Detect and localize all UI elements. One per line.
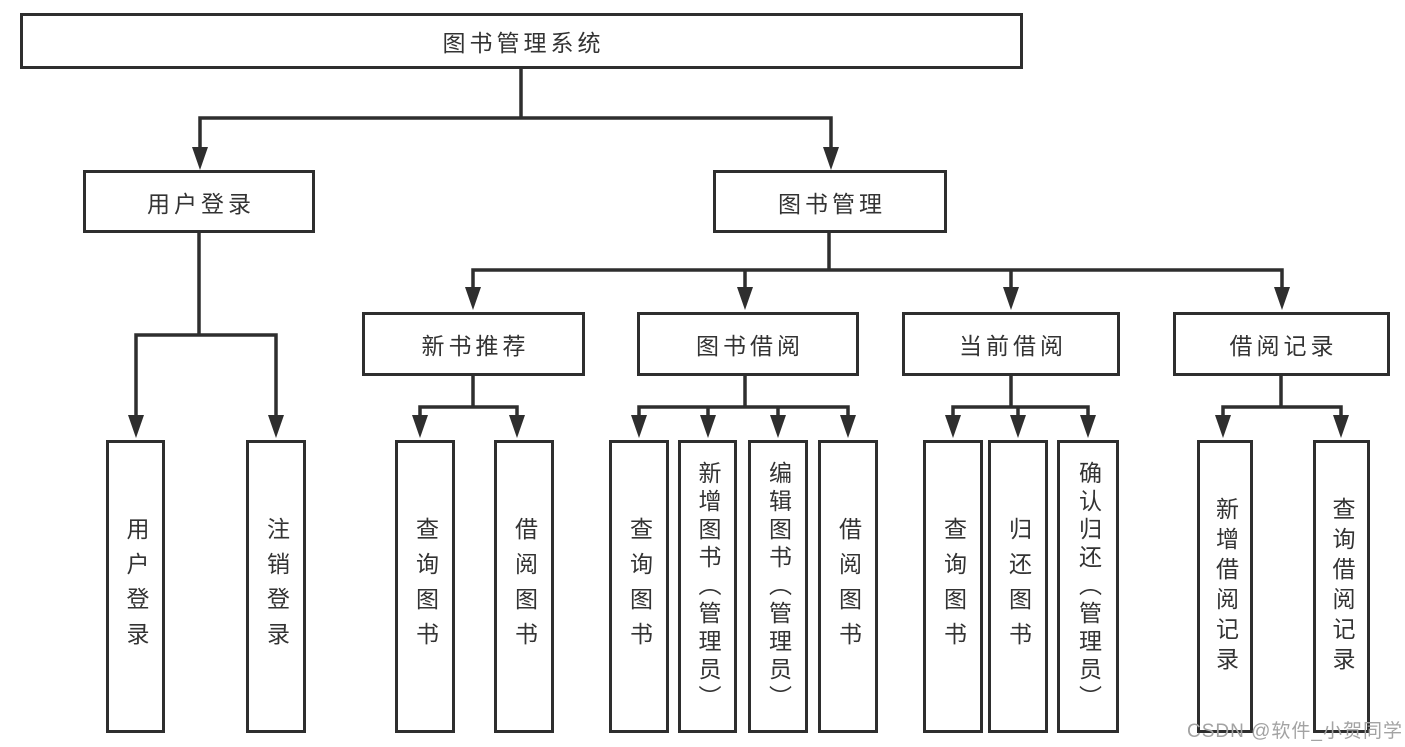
leaf-label: 查询借阅记录	[1329, 496, 1355, 677]
arrowhead-icon	[945, 415, 961, 438]
arrowhead-icon	[192, 147, 208, 170]
leaf-current-confirm-return-admin: 确认归还（管理员）	[1057, 440, 1119, 733]
arrowhead-icon	[1333, 415, 1349, 438]
node-book-borrow: 图书借阅	[637, 312, 859, 376]
leaf-bookborrow-edit-books-admin: 编辑图书（管理员）	[748, 440, 808, 733]
leaf-records-add-borrow-record: 新增借阅记录	[1197, 440, 1253, 733]
leaf-bookborrow-query-books: 查询图书	[609, 440, 669, 733]
leaf-label: 编辑图书（管理员）	[765, 460, 792, 713]
leaf-label: 新增图书（管理员）	[695, 460, 721, 713]
arrowhead-icon	[1080, 415, 1096, 438]
leaf-bookborrow-add-books-admin: 新增图书（管理员）	[678, 440, 737, 733]
leaf-label: 查询图书	[412, 516, 439, 657]
leaf-bookborrow-borrow-books: 借阅图书	[818, 440, 878, 733]
arrowhead-icon	[1010, 415, 1026, 438]
connector-path	[134, 68, 1343, 422]
leaf-label: 借阅图书	[835, 516, 862, 657]
leaf-label: 查询图书	[940, 516, 967, 657]
leaf-records-query-borrow-record: 查询借阅记录	[1313, 440, 1370, 733]
leaf-label: 查询图书	[626, 516, 653, 657]
arrowhead-icon	[1215, 415, 1231, 438]
arrowhead-icon	[268, 415, 284, 438]
arrowhead-icon	[631, 415, 647, 438]
leaf-label: 归还图书	[1005, 516, 1032, 657]
csdn-watermark: CSDN @软件_小贺同学	[1187, 721, 1403, 742]
leaf-label: 新增借阅记录	[1212, 496, 1239, 677]
leaf-newbooks-query-books: 查询图书	[395, 440, 455, 733]
arrowhead-icon	[465, 287, 481, 310]
leaf-label: 确认归还（管理员）	[1075, 460, 1102, 713]
node-user-login: 用户登录	[83, 170, 315, 233]
leaf-newbooks-borrow-books: 借阅图书	[494, 440, 554, 733]
leaf-current-query-books: 查询图书	[923, 440, 983, 733]
arrowhead-icon	[412, 415, 428, 438]
arrowhead-icon	[770, 415, 786, 438]
arrowhead-icon	[128, 415, 144, 438]
arrowhead-icon	[840, 415, 856, 438]
leaf-user-login: 用户登录	[106, 440, 165, 733]
leaf-label: 注销登录	[263, 516, 290, 657]
node-book-management: 图书管理	[713, 170, 947, 233]
leaf-label: 用户登录	[123, 516, 149, 657]
node-root-library-system: 图书管理系统	[20, 13, 1023, 69]
arrowhead-icon	[1003, 287, 1019, 310]
arrowhead-icon	[737, 287, 753, 310]
arrowhead-icon	[700, 415, 716, 438]
leaf-current-return-books: 归还图书	[988, 440, 1048, 733]
arrowhead-icon	[509, 415, 525, 438]
leaf-label: 借阅图书	[511, 516, 538, 657]
node-borrow-records: 借阅记录	[1173, 312, 1390, 376]
leaf-logout: 注销登录	[246, 440, 306, 733]
arrowhead-icon	[1274, 287, 1290, 310]
arrowheads	[128, 147, 1349, 438]
node-current-borrow: 当前借阅	[902, 312, 1120, 376]
node-new-book-recommend: 新书推荐	[362, 312, 585, 376]
arrowhead-icon	[823, 147, 839, 170]
